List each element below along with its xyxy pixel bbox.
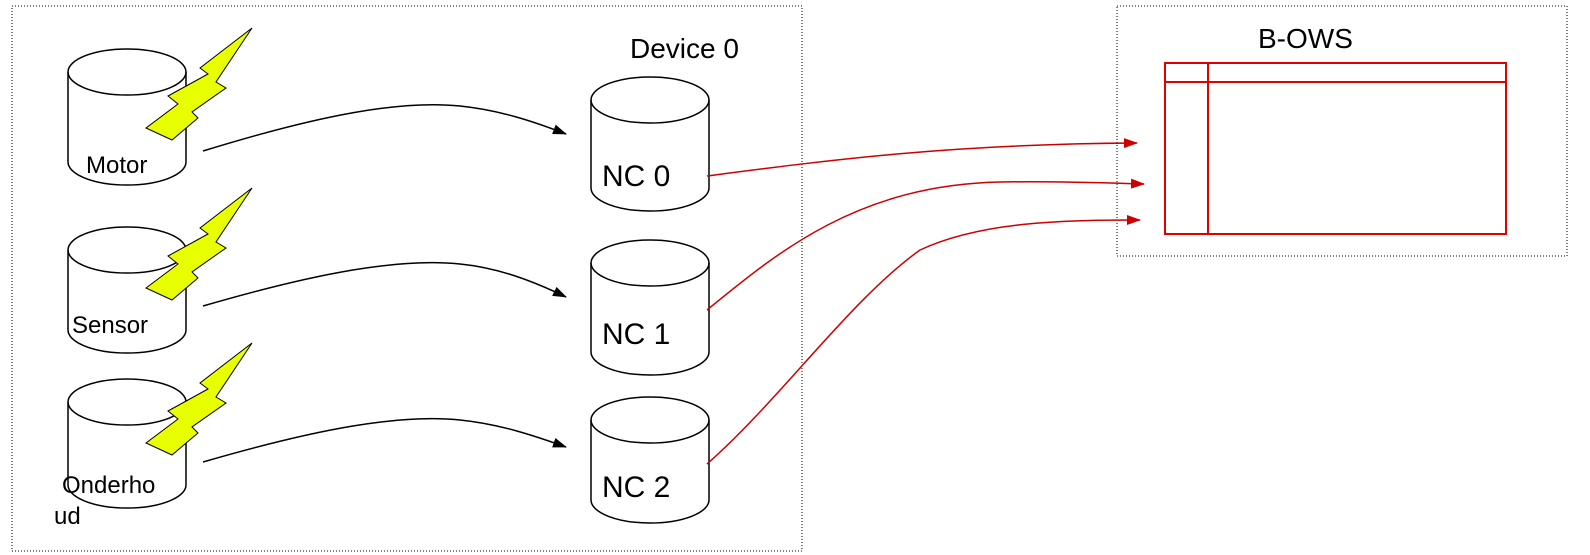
lightning-icon bbox=[145, 342, 253, 456]
lightning-icon bbox=[145, 27, 253, 141]
node-nc2-label: NC 2 bbox=[602, 471, 670, 504]
bows-box: B-OWS bbox=[1116, 5, 1568, 257]
arrow-nc0-to-bows bbox=[706, 138, 1138, 177]
source-motor-cylinder: Motor bbox=[67, 48, 187, 186]
node-nc0-label: NC 0 bbox=[602, 160, 670, 193]
node-nc1-label: NC 1 bbox=[602, 318, 670, 351]
device-0-box: Device 0 bbox=[11, 5, 803, 552]
bows-title: B-OWS bbox=[1258, 23, 1353, 54]
node-nc0-cylinder: NC 0 bbox=[590, 76, 710, 212]
lightning-icon bbox=[145, 187, 253, 301]
source-onderhoud-cylinder: Onderho ud bbox=[54, 378, 187, 530]
node-nc2-cylinder: NC 2 bbox=[590, 396, 710, 524]
arrow-nc1-to-bows bbox=[706, 178, 1145, 311]
source-onderhoud-label-line1: Onderho bbox=[62, 472, 155, 499]
arrow-motor-to-nc0 bbox=[202, 104, 567, 152]
arrow-nc2-to-bows bbox=[706, 215, 1141, 465]
node-nc1-cylinder: NC 1 bbox=[590, 239, 710, 376]
source-sensor-label: Sensor bbox=[72, 312, 148, 339]
source-sensor-cylinder: Sensor bbox=[67, 226, 187, 354]
arrow-onderhoud-to-nc2 bbox=[202, 417, 567, 463]
arrow-sensor-to-nc1 bbox=[202, 261, 567, 307]
source-onderhoud-label-line2: ud bbox=[54, 503, 81, 530]
device-0-title: Device 0 bbox=[630, 33, 739, 64]
bows-table-icon bbox=[1164, 62, 1507, 235]
source-motor-label: Motor bbox=[86, 152, 147, 179]
